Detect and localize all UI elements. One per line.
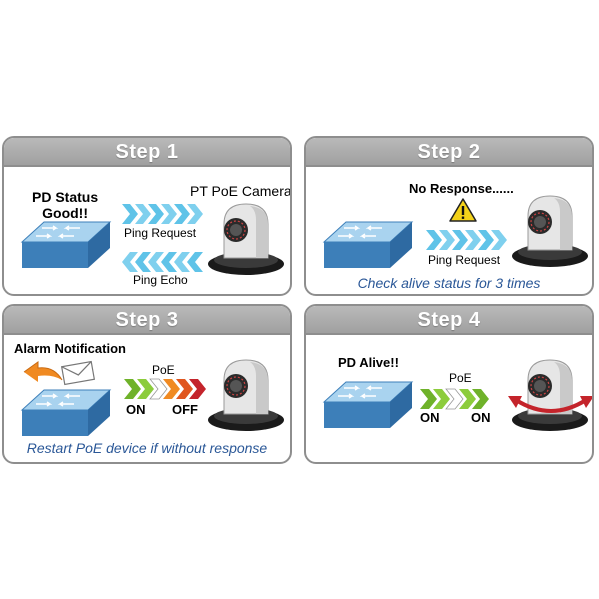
poe-label: PoE — [152, 363, 175, 377]
step2-caption: Check alive status for 3 times — [357, 275, 541, 291]
pd-alive-label: PD Alive!! — [338, 355, 399, 370]
poe-on-label: ON — [126, 402, 146, 417]
poe-on-label-1: ON — [420, 410, 440, 425]
camera-label: PT PoE Camera — [190, 183, 292, 199]
step3-caption: Restart PoE device if without response — [26, 440, 268, 456]
step1-panel: Step 1 PD Status Good!! PT PoE Camera Pi… — [2, 136, 292, 296]
step2-panel: Step 2 No Response...... Ping Request Ch… — [304, 136, 594, 296]
step4-panel: Step 4 PD Alive!! PoE ON ON — [304, 304, 594, 464]
step1-title: Step 1 — [115, 141, 179, 163]
ping-request-label-2: Ping Request — [428, 253, 501, 267]
network-switch-icon — [322, 381, 414, 428]
step4-title: Step 4 — [417, 309, 481, 331]
ping-request-arrows — [122, 204, 203, 224]
step3-panel: Step 3 Alarm Notification PoE ON OFF Res… — [2, 304, 292, 464]
poe-on-off-arrows — [124, 378, 206, 400]
network-switch-icon — [20, 221, 112, 268]
rotation-arrows-icon — [508, 396, 592, 413]
poe-on-label-2: ON — [471, 410, 491, 425]
poe-label-2: PoE — [449, 371, 472, 385]
alarm-notification-label: Alarm Notification — [14, 341, 126, 356]
ping-request-label: Ping Request — [124, 226, 197, 240]
ptz-camera-icon — [208, 203, 284, 275]
step3-header: Step 3 — [4, 306, 290, 335]
envelope-icon — [60, 360, 96, 386]
network-switch-icon — [322, 221, 414, 268]
step2-title: Step 2 — [417, 141, 481, 163]
no-response-label: No Response...... — [409, 181, 514, 196]
step1-header: Step 1 — [4, 138, 290, 167]
step2-header: Step 2 — [306, 138, 592, 167]
ping-echo-arrows — [122, 252, 203, 272]
step4-header: Step 4 — [306, 306, 592, 335]
poe-off-label: OFF — [172, 402, 198, 417]
poe-on-on-arrows — [420, 388, 489, 410]
ptz-camera-icon — [208, 359, 284, 431]
ptz-camera-icon — [512, 195, 588, 267]
step3-title: Step 3 — [115, 309, 179, 331]
ptz-camera-icon — [512, 359, 588, 431]
alarm-arrow-icon — [23, 361, 63, 382]
pd-status-label: PD Status Good!! — [32, 189, 99, 221]
network-switch-icon — [20, 389, 112, 436]
ping-echo-label: Ping Echo — [133, 273, 188, 287]
warning-icon — [449, 198, 477, 222]
ping-request-arrows-2 — [426, 230, 507, 250]
